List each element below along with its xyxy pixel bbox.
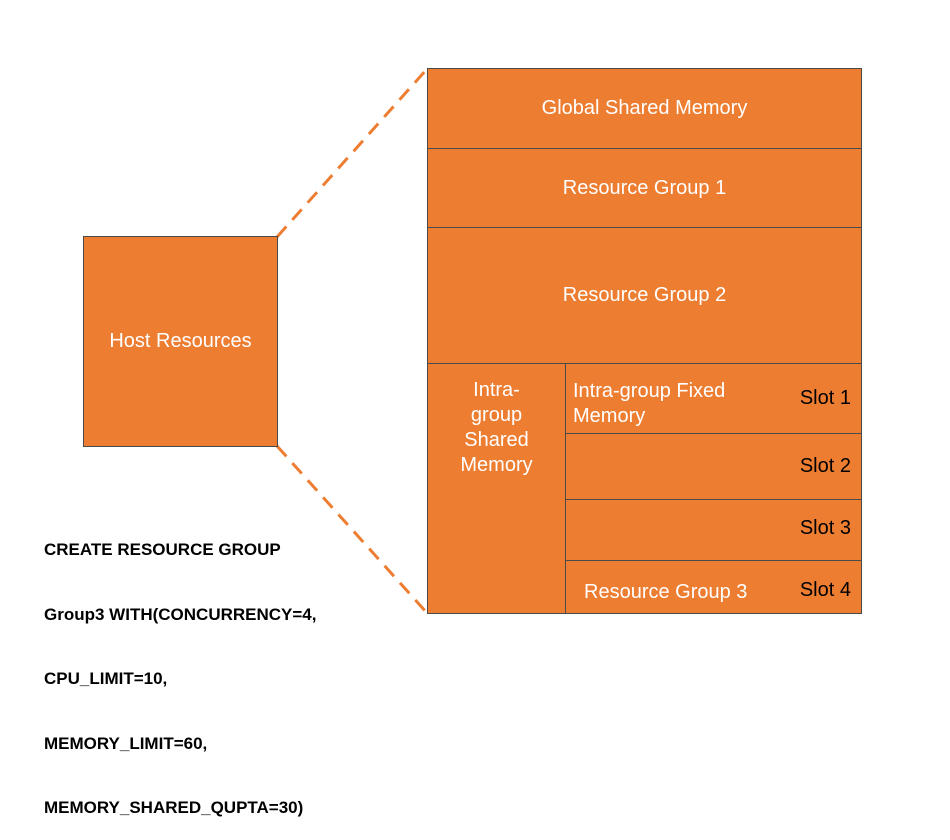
resource-group-3-label: Resource Group 3 — [584, 581, 748, 603]
intra-group-shared-memory-box: Intra- group Shared Memory — [427, 363, 566, 614]
lower-connector-line — [275, 444, 429, 615]
slot-2-label: Slot 2 — [799, 455, 851, 477]
host-resources-label: Host Resources — [109, 330, 252, 352]
sql-line: Group3 WITH(CONCURRENCY=4, — [44, 604, 317, 624]
sql-line: CPU_LIMIT=10, — [44, 669, 168, 688]
slot-4-label: Slot 4 — [799, 579, 851, 601]
intra-group-shared-memory-label: Intra- group Shared Memory — [460, 379, 533, 476]
slot-1-label: Slot 1 — [799, 387, 851, 409]
resource-group-2-label: Resource Group 2 — [562, 284, 727, 306]
global-shared-memory-box: Global Shared Memory — [427, 68, 862, 149]
slot-2-box: Slot 2 — [565, 433, 862, 500]
global-shared-memory-label: Global Shared Memory — [541, 97, 748, 119]
resource-group-1-label: Resource Group 1 — [562, 176, 727, 199]
zoom-connectors — [275, 68, 429, 615]
slot-1-box: Intra-group Fixed Memory Slot 1 — [565, 363, 862, 434]
sql-line: MEMORY_LIMIT=60, — [44, 733, 208, 753]
resource-group-2-box: Resource Group 2 — [427, 227, 862, 364]
slot-3-box: Slot 3 — [565, 499, 862, 561]
sql-statement: CREATE RESOURCE GROUP Group3 WITH(CONCUR… — [44, 496, 384, 840]
sql-line: CREATE RESOURCE GROUP — [44, 540, 281, 559]
resource-group-1-box: Resource Group 1 — [427, 148, 862, 228]
host-resources-box: Host Resources — [83, 236, 278, 447]
upper-connector-line — [275, 68, 429, 238]
slot-4-box: Resource Group 3 Slot 4 — [565, 560, 862, 614]
slot-3-label: Slot 3 — [799, 517, 851, 539]
intra-group-fixed-memory-label: Intra-group Fixed Memory — [573, 380, 726, 427]
sql-line: MEMORY_SHARED_QUPTA=30) — [44, 798, 304, 817]
